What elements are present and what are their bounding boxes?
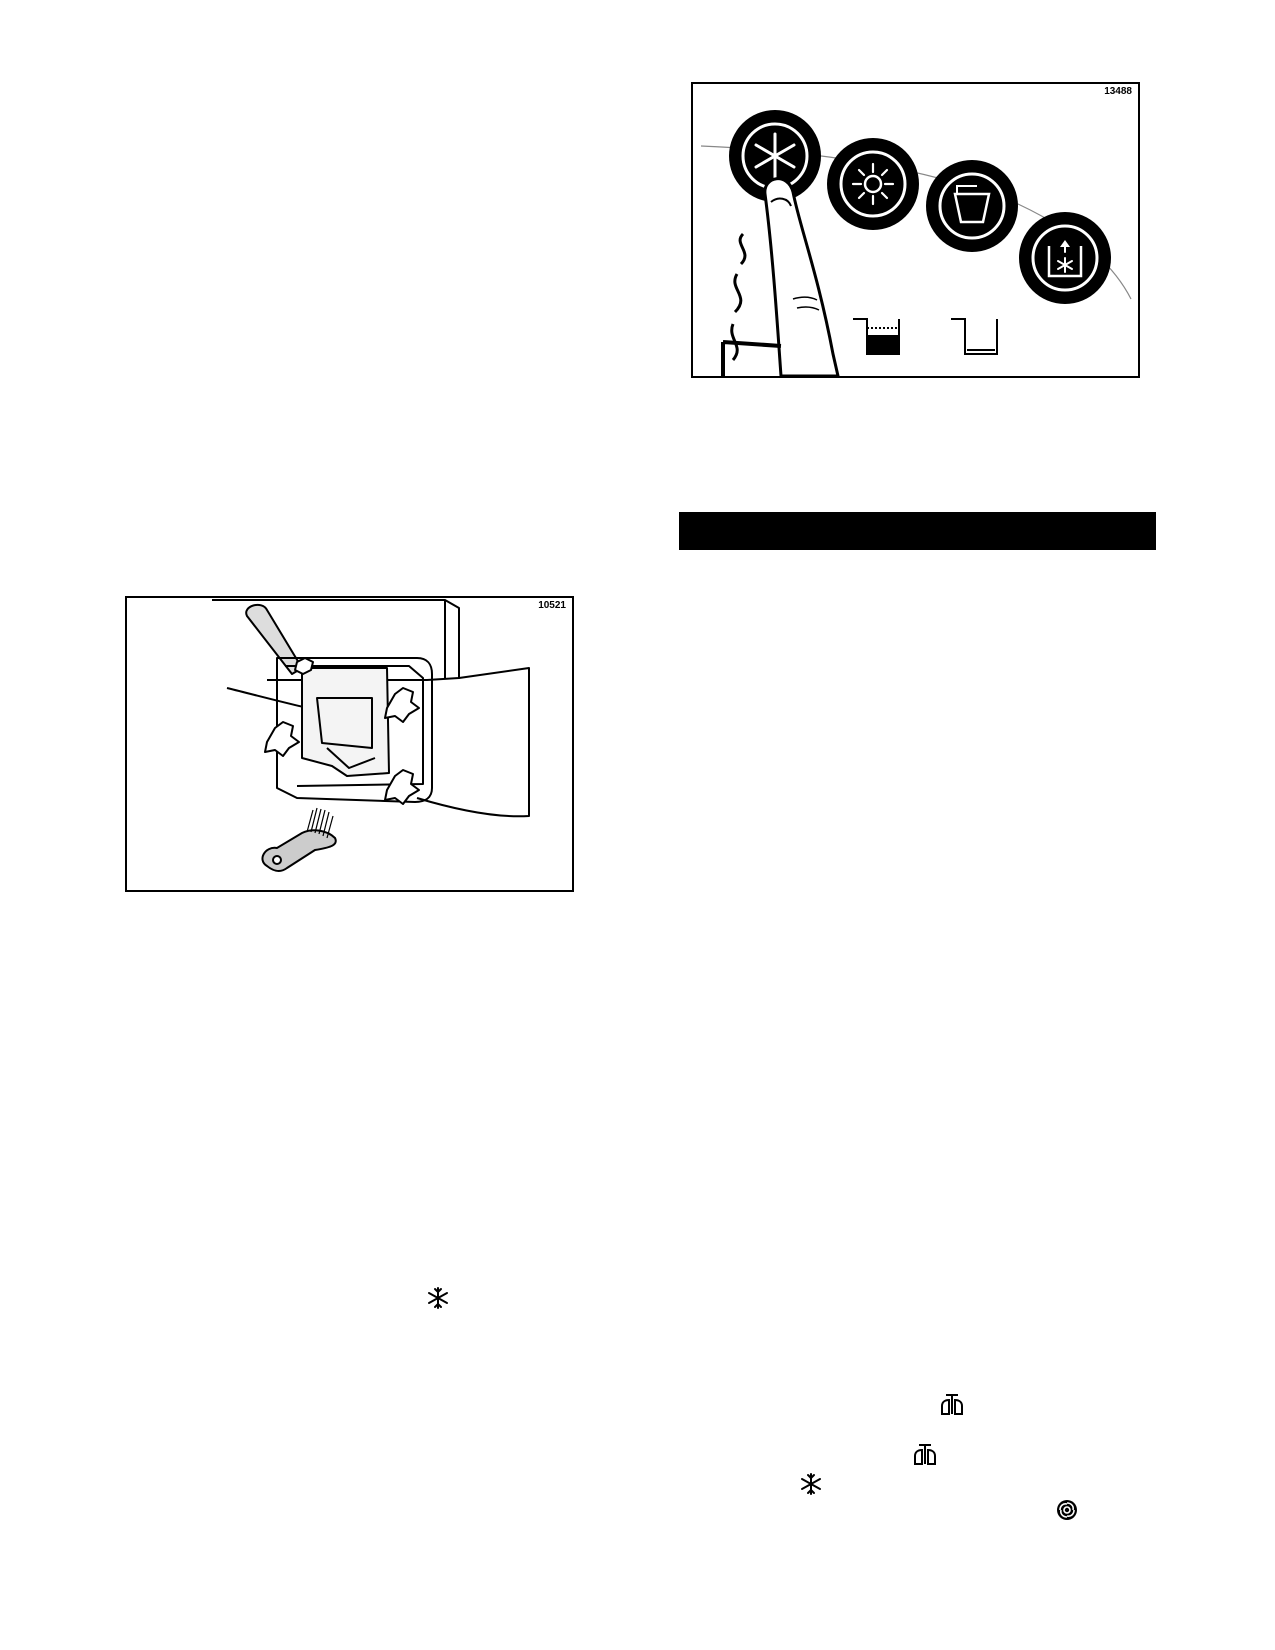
section-heading-bar bbox=[679, 512, 1156, 550]
figure-number: 13488 bbox=[1104, 86, 1132, 97]
wash-key-icon bbox=[926, 160, 1018, 252]
finger-illustration bbox=[721, 177, 840, 376]
snowflake-icon bbox=[427, 1286, 449, 1315]
standby-key-icon bbox=[827, 138, 919, 230]
figure-control-panel: 13488 bbox=[691, 82, 1140, 378]
figure-spout-cleaning: 10521 bbox=[125, 596, 574, 892]
snowflake-icon bbox=[800, 1472, 822, 1501]
wash-icon bbox=[1055, 1498, 1079, 1527]
standby-icon bbox=[912, 1442, 938, 1471]
mix-low-indicator-icon bbox=[853, 318, 900, 355]
spout-cleaning-illustration bbox=[212, 599, 530, 873]
figure-number: 10521 bbox=[538, 600, 566, 611]
heat-cool-key-icon bbox=[1019, 212, 1111, 304]
mix-out-indicator-icon bbox=[951, 318, 998, 355]
control-panel-illustration bbox=[700, 110, 1132, 376]
auto-key-icon bbox=[729, 110, 821, 202]
brush-icon bbox=[261, 807, 337, 873]
standby-icon bbox=[939, 1392, 965, 1421]
